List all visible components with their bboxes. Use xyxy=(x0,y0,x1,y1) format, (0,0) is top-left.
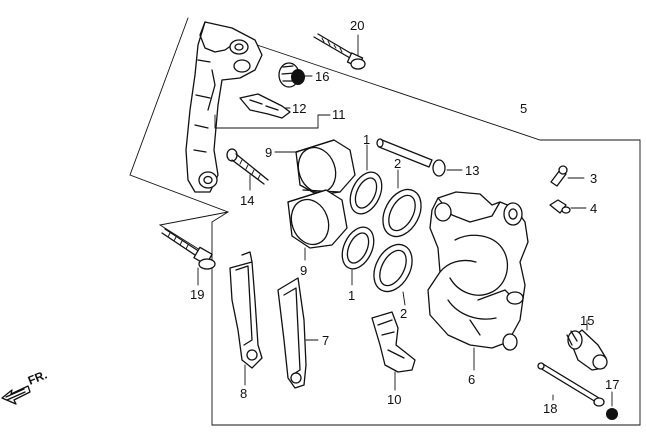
callout-13: 13 xyxy=(465,163,479,178)
callout-18: 18 xyxy=(543,401,557,416)
boot-16 xyxy=(278,62,305,88)
direction-label: FR. xyxy=(26,368,49,388)
dust-seal-2-upper xyxy=(382,188,422,238)
callout-4: 4 xyxy=(590,201,597,216)
retainer-10 xyxy=(371,311,416,373)
cap-4 xyxy=(549,199,571,214)
callout-9a: 9 xyxy=(265,145,272,160)
callout-20: 20 xyxy=(350,18,364,33)
pin-18 xyxy=(537,362,605,407)
callout-11: 11 xyxy=(332,107,346,122)
callout-7: 7 xyxy=(322,333,329,348)
assembly-outline xyxy=(129,17,641,426)
pin-13 xyxy=(376,138,446,177)
callout-5: 5 xyxy=(520,101,527,116)
callout-3: 3 xyxy=(590,171,597,186)
callout-16: 16 xyxy=(315,69,329,84)
callout-17: 17 xyxy=(605,377,619,392)
pin-15 xyxy=(566,329,608,371)
callout-6: 6 xyxy=(468,372,475,387)
callout-1a: 1 xyxy=(363,132,370,147)
nut-17 xyxy=(606,408,618,420)
callout-2a: 2 xyxy=(394,156,401,171)
callout-10: 10 xyxy=(387,392,401,407)
caliper-body-6 xyxy=(427,191,529,351)
bleeder-3 xyxy=(550,165,568,187)
piston-9-upper xyxy=(295,139,356,196)
dust-seal-2-lower xyxy=(373,243,413,293)
caliper-bracket xyxy=(185,21,263,193)
callout-12: 12 xyxy=(292,101,306,116)
screw-14 xyxy=(226,148,269,185)
callout-19: 19 xyxy=(190,287,204,302)
front-direction-arrow-icon xyxy=(1,385,31,405)
pad-spring-12 xyxy=(239,93,291,119)
callout-9b: 9 xyxy=(300,263,307,278)
callout-1b: 1 xyxy=(348,288,355,303)
seal-1-upper xyxy=(349,171,383,215)
pad-7 xyxy=(277,277,307,389)
pad-8 xyxy=(229,251,263,369)
callout-2b: 2 xyxy=(400,306,407,321)
bolt-20 xyxy=(313,33,366,70)
bracket-11 xyxy=(214,114,331,129)
bolt-19 xyxy=(161,228,216,270)
callout-8: 8 xyxy=(240,386,247,401)
callout-14: 14 xyxy=(240,193,254,208)
piston-9-lower xyxy=(287,189,348,249)
seal-1-lower xyxy=(341,226,375,270)
assembly-outline-inner xyxy=(158,211,229,251)
leader-2b xyxy=(402,291,406,306)
callout-15: 15 xyxy=(580,313,594,328)
